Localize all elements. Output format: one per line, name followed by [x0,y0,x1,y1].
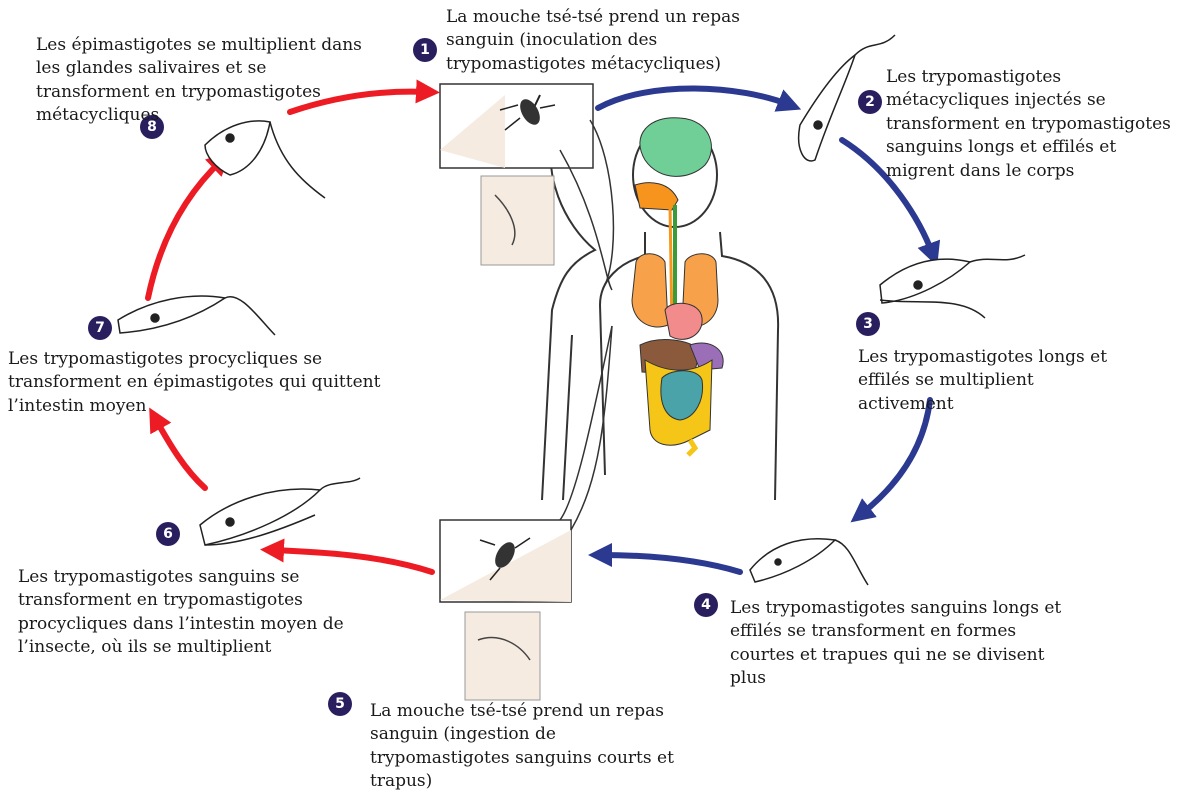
step-2-label: Les trypomastigotes métacycliques inject… [886,66,1171,183]
step-8-label: Les épimastigotes se multiplient dans le… [36,34,362,128]
parasite-stage-3 [880,255,1025,318]
parasite-stage-7 [118,296,275,335]
fly-panel-top [440,84,593,265]
step-4-label: Les trypomastigotes sanguins longs et ef… [730,597,1061,691]
step-4-badge: 4 [694,593,718,617]
arrow-3-4 [860,400,930,515]
arrow-1-2 [598,88,790,108]
parasite-stage-4 [750,539,868,585]
organs [632,118,723,455]
step-3-label: Les trypomastigotes longs et effilés se … [858,346,1107,416]
arrow-6-7 [155,418,205,488]
heart [665,303,702,339]
brain [640,118,712,177]
step-7-label: Les trypomastigotes procycliques se tran… [8,348,380,418]
arrow-7-8 [148,160,222,298]
parasite-stage-8 [205,121,325,198]
step-2-badge: 2 [858,90,882,114]
step-1-badge: 1 [413,38,437,62]
lung-left [632,254,668,327]
step-5-badge: 5 [328,692,352,716]
step-3-badge: 3 [856,312,880,336]
arrow-4-5 [600,555,740,572]
step-6-label: Les trypomastigotes sanguins se transfor… [18,566,344,660]
fly-panel-bottom [440,520,571,700]
throat [635,183,678,210]
parasite-stage-6 [200,478,360,545]
step-5-label: La mouche tsé-tsé prend un repas sanguin… [370,700,674,794]
step-1-label: La mouche tsé-tsé prend un repas sanguin… [446,6,740,76]
step-7-badge: 7 [88,316,112,340]
step-6-badge: 6 [156,522,180,546]
